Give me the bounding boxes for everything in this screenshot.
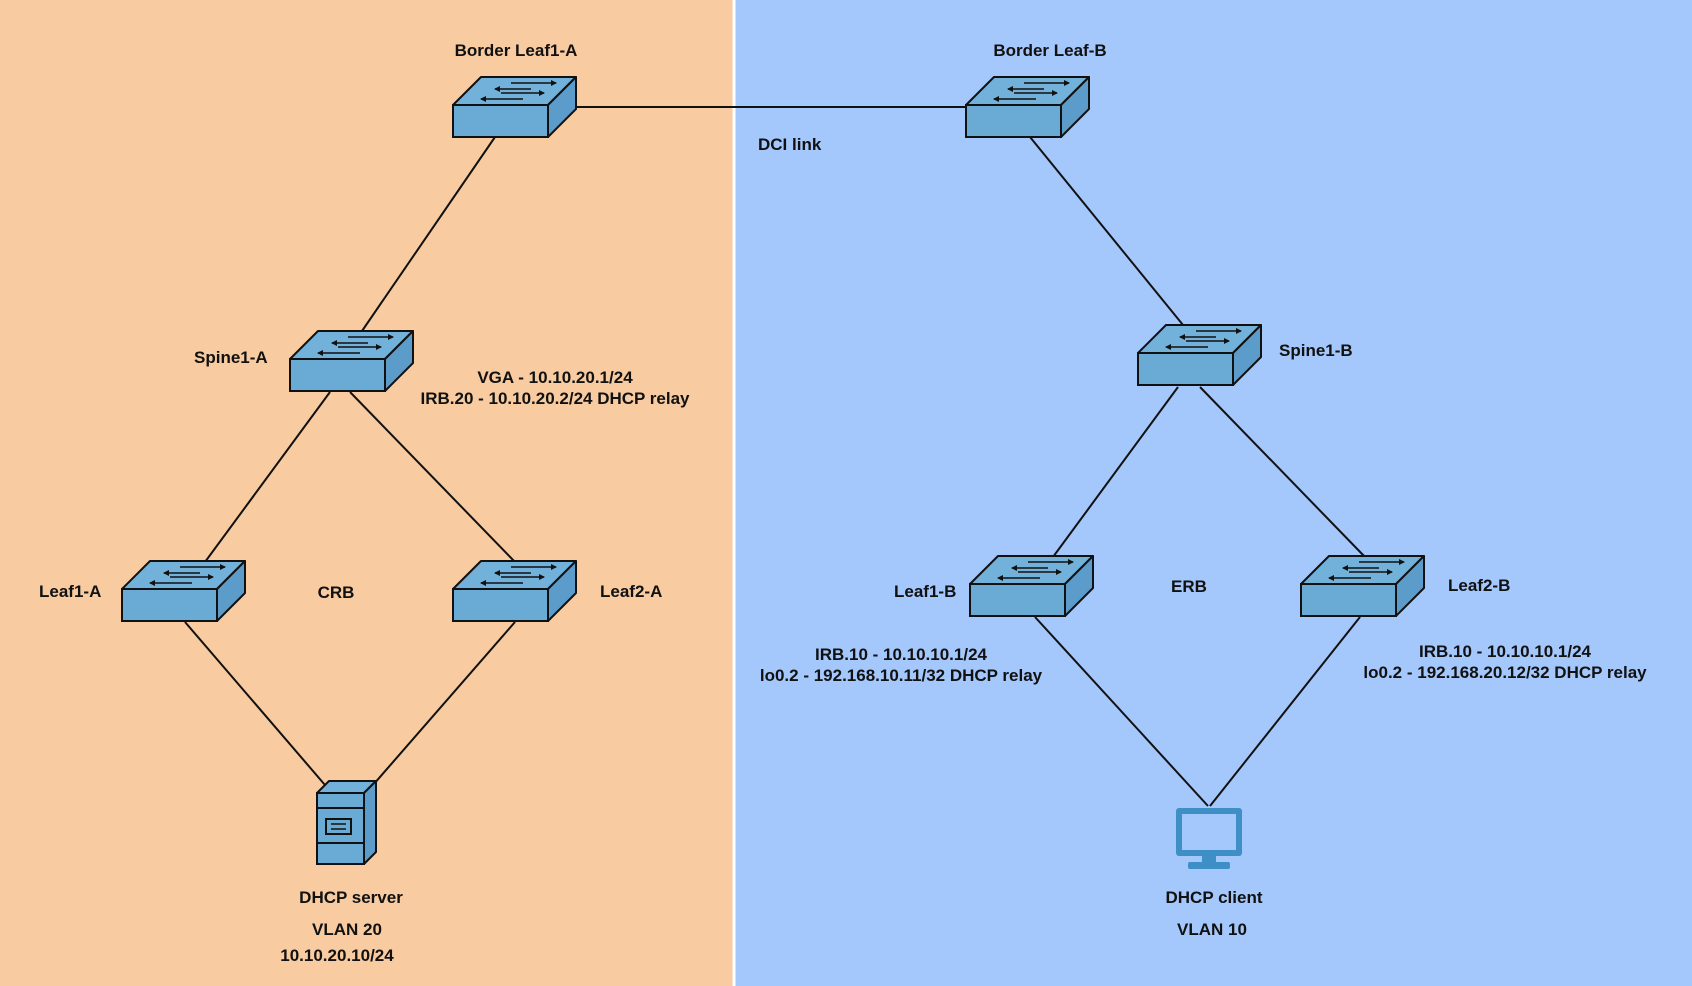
spine1-a-irb-label: IRB.20 - 10.10.20.2/24 DHCP relay (420, 389, 690, 408)
leaf2-b-lo-label: lo0.2 - 192.168.20.12/32 DHCP relay (1363, 663, 1647, 682)
spine1-a-switch-icon[interactable] (290, 331, 413, 391)
link-spine1a-leaf1a (204, 391, 331, 563)
border-leaf-b-label: Border Leaf-B (993, 41, 1106, 60)
server-icon[interactable] (316, 780, 377, 865)
link-spine1b-leaf2b (1199, 386, 1366, 558)
erb-label: ERB (1171, 577, 1207, 596)
leaf2-a-label: Leaf2-A (600, 582, 662, 601)
links (184, 106, 1366, 807)
link-borderleafb-spine1b (1029, 136, 1184, 326)
labels: Border Leaf1-A Border Leaf-B DCI link Sp… (39, 41, 1647, 965)
border-leaf1-a-switch-icon[interactable] (453, 77, 576, 137)
leaf1-b-switch-icon[interactable] (970, 556, 1093, 616)
leaf2-b-switch-icon[interactable] (1301, 556, 1424, 616)
link-spine1b-leaf1b (1052, 386, 1179, 558)
leaf2-b-label: Leaf2-B (1448, 576, 1510, 595)
dhcp-client-label: DHCP client (1166, 888, 1263, 907)
leaf2-b-irb-label: IRB.10 - 10.10.10.1/24 (1419, 642, 1592, 661)
leaf1-b-irb-label: IRB.10 - 10.10.10.1/24 (815, 645, 988, 664)
crb-label: CRB (318, 583, 355, 602)
link-leaf1b-client (1034, 616, 1209, 807)
leaf1-b-label: Leaf1-B (894, 582, 956, 601)
monitor-icon[interactable] (1176, 808, 1242, 869)
link-borderleaf1a-spine1a (361, 136, 496, 332)
leaf2-a-switch-icon[interactable] (453, 561, 576, 621)
border-leaf1-a-label: Border Leaf1-A (455, 41, 578, 60)
link-leaf1a-server (184, 621, 326, 786)
link-spine1a-leaf2a (349, 391, 516, 563)
server-ip-label: 10.10.20.10/24 (280, 946, 394, 965)
dci-link-label: DCI link (758, 135, 822, 154)
server-vlan-label: VLAN 20 (312, 920, 382, 939)
link-leaf2a-server (372, 621, 516, 786)
leaf1-b-lo-label: lo0.2 - 192.168.10.11/32 DHCP relay (760, 666, 1043, 685)
spine1-b-label: Spine1-B (1279, 341, 1353, 360)
leaf1-a-switch-icon[interactable] (122, 561, 245, 621)
spine1-a-label: Spine1-A (194, 348, 268, 367)
border-leaf-b-switch-icon[interactable] (966, 77, 1089, 137)
client-vlan-label: VLAN 10 (1177, 920, 1247, 939)
link-leaf2b-client (1209, 616, 1361, 807)
spine1-a-vga-label: VGA - 10.10.20.1/24 (477, 368, 633, 387)
leaf1-a-label: Leaf1-A (39, 582, 101, 601)
dhcp-server-label: DHCP server (299, 888, 403, 907)
spine1-b-switch-icon[interactable] (1138, 325, 1261, 385)
